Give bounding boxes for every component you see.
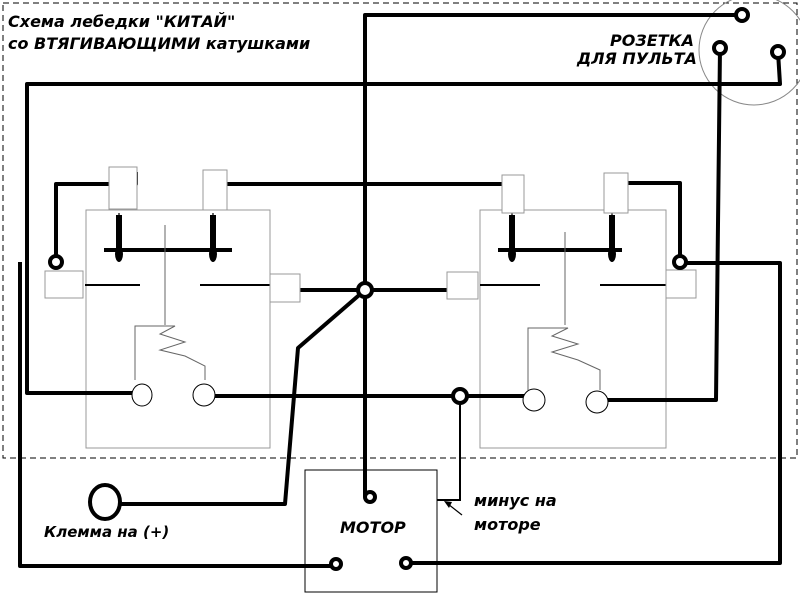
minus-pointer-arrow — [444, 501, 463, 516]
junction-left — [48, 254, 64, 270]
motor-right-terminal — [399, 556, 413, 570]
motor-minus-label-line2: моторе — [474, 515, 541, 534]
right-relay-internals — [480, 213, 666, 414]
diagram-title-line1: Схема лебедки "КИТАЙ" — [8, 12, 236, 31]
contact-pins — [115, 215, 616, 262]
motor-top-terminal — [363, 490, 377, 504]
socket-label-line2: ДЛЯ ПУЛЬТА — [577, 49, 697, 68]
junction-bus — [451, 387, 469, 405]
motor-box — [304, 469, 438, 593]
housing-dashed-outline — [2, 2, 798, 459]
junction-center — [356, 281, 374, 299]
power-wiring — [18, 13, 782, 568]
right-relay-body — [479, 209, 667, 449]
left-relay-body — [85, 209, 271, 449]
motor-left-terminal — [329, 557, 343, 571]
socket-label-line1: РОЗЕТКА — [610, 31, 694, 50]
plus-terminal-label: Клемма на (+) — [44, 523, 170, 541]
socket-pins — [712, 7, 786, 60]
motor-label: МОТОР — [340, 518, 406, 537]
junction-nodes — [48, 254, 688, 405]
diagram-title-line2: со ВТЯГИВАЮЩИМИ катушками — [8, 34, 311, 53]
terminal-blocks — [44, 166, 697, 303]
motor-minus-label-line1: минус на — [474, 491, 557, 510]
plus-clamp-ring — [88, 483, 122, 521]
socket-outline — [698, 0, 800, 106]
junction-right — [672, 254, 688, 270]
motor-terminals — [329, 490, 413, 571]
